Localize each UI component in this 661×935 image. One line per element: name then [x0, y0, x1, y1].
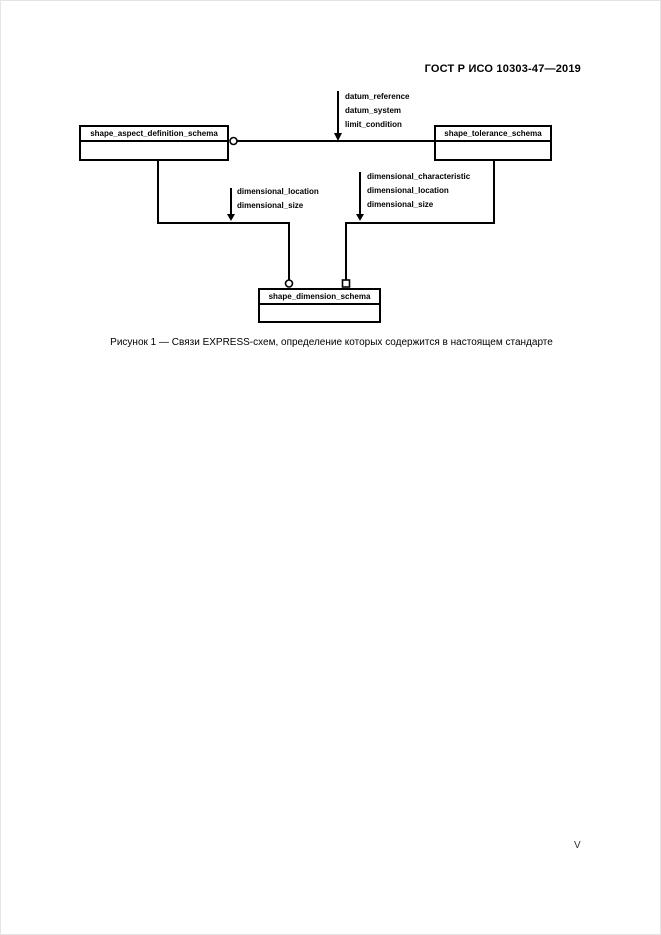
schema-box-title: shape_aspect_definition_schema	[81, 127, 227, 142]
page-number: V	[574, 840, 581, 851]
edge-labels-right: dimensional_characteristic dimensional_l…	[367, 170, 470, 212]
schema-box-shape-dimension: shape_dimension_schema	[258, 288, 381, 323]
schema-diagram	[157, 91, 495, 288]
edge-labels-left: dimensional_location dimensional_size	[237, 185, 319, 213]
page-header: ГОСТ Р ИСО 10303-47—2019	[424, 63, 581, 75]
arrow-down-icon	[356, 214, 364, 221]
figure-caption: Рисунок 1 — Связи EXPRESS-схем, определе…	[110, 337, 553, 348]
edge-label: dimensional_location	[367, 186, 449, 195]
schema-box-shape-aspect-definition: shape_aspect_definition_schema	[79, 125, 229, 161]
schema-box-shape-tolerance: shape_tolerance_schema	[434, 125, 552, 161]
left-connector-line	[157, 159, 290, 283]
edge-label: datum_system	[345, 106, 402, 115]
circle-connector-icon	[284, 279, 294, 288]
schema-box-title: shape_tolerance_schema	[436, 127, 550, 142]
edge-label: limit_condition	[345, 120, 402, 129]
edge-label: dimensional_size	[237, 201, 304, 210]
edge-label: dimensional_size	[367, 200, 434, 209]
edge-label: dimensional_characteristic	[367, 172, 471, 181]
square-connector-icon	[341, 279, 351, 288]
edge-label: dimensional_location	[237, 187, 319, 196]
right-connector-line	[345, 159, 495, 283]
circle-connector-icon	[229, 136, 238, 146]
edge-labels-top: datum_reference datum_system limit_condi…	[345, 90, 409, 132]
arrow-down-icon	[227, 214, 235, 221]
arrow-down-icon	[334, 133, 342, 141]
schema-box-title: shape_dimension_schema	[260, 290, 379, 305]
edge-label: datum_reference	[345, 92, 410, 101]
